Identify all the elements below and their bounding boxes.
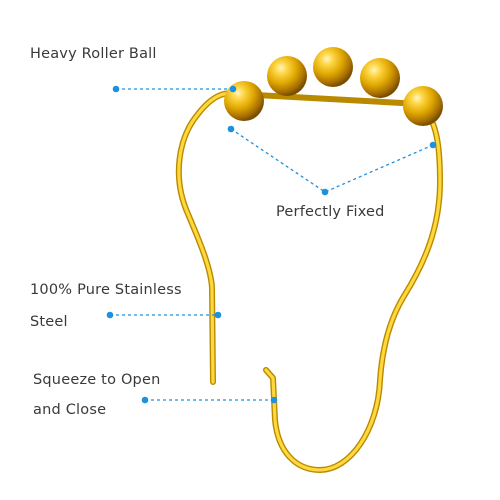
roller-ball (360, 58, 400, 98)
roller-ball (224, 81, 264, 121)
squeeze-dot-right (270, 396, 278, 404)
fixed-leader-left (230, 128, 326, 193)
squeeze-dot-left (141, 396, 149, 404)
roller-ball (403, 86, 443, 126)
hook-wire (175, 90, 443, 473)
fixed-dot-left (227, 125, 235, 133)
roller-ball (267, 56, 307, 96)
roller-balls (224, 47, 443, 126)
fixed-dot-center (321, 188, 329, 196)
stainless-steel-label-line1: 100% Pure Stainless (30, 282, 182, 298)
hook-wire-highlight (177, 91, 442, 472)
fixed-dot-right (429, 141, 437, 149)
stainless-dot-right (214, 311, 222, 319)
callout-lines (110, 88, 434, 401)
squeeze-open-label-line1: Squeeze to Open (33, 372, 161, 388)
stainless-steel-label-line2: Steel (30, 314, 68, 330)
stainless-dot-left (106, 311, 114, 319)
roller-ball (313, 47, 353, 87)
heavy-roller-ball-label: Heavy Roller Ball (30, 46, 157, 62)
squeeze-open-label-line2: and Close (33, 402, 107, 418)
roller-ball-dot (112, 85, 120, 93)
perfectly-fixed-label: Perfectly Fixed (276, 204, 385, 220)
fixed-leader-right (324, 144, 434, 193)
hook-wire-outline (175, 90, 443, 473)
roller-ball-dot-end (229, 85, 237, 93)
callout-dots (106, 85, 437, 404)
